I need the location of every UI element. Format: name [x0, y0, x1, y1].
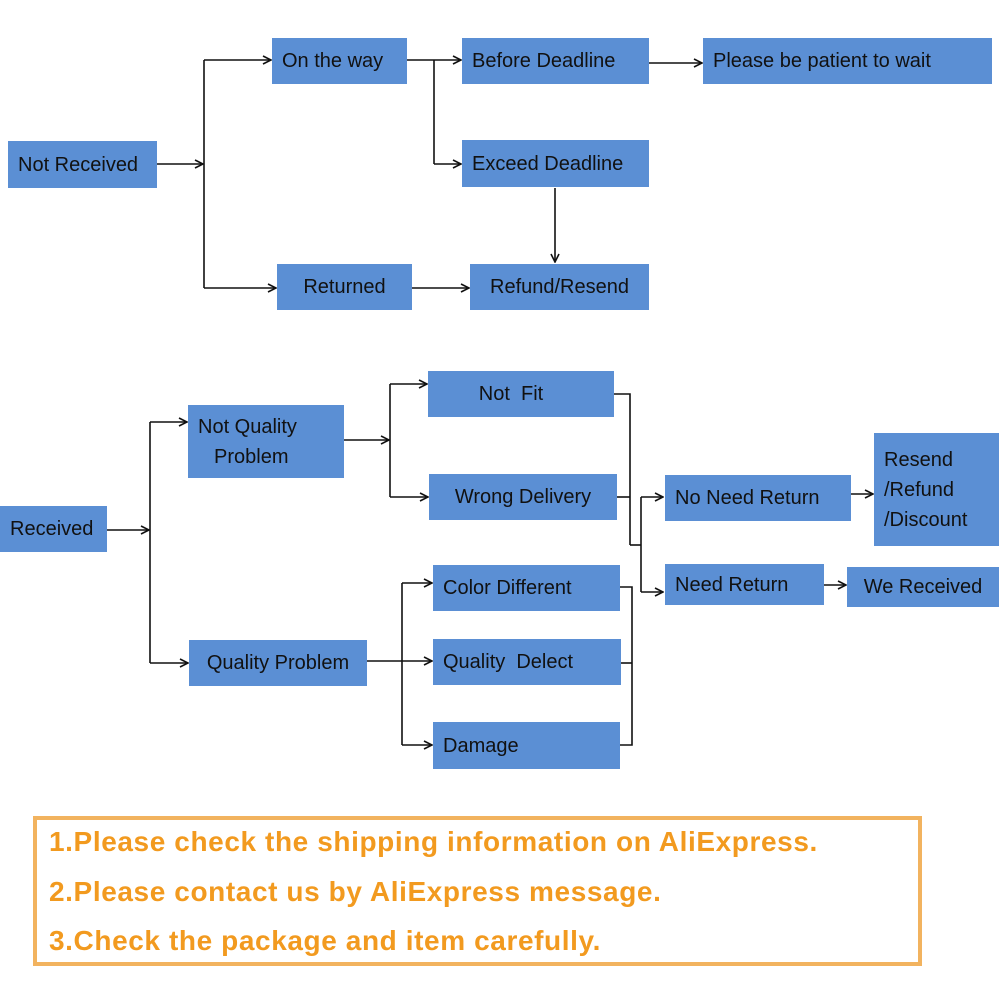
no-need-return-label: No Need Return	[675, 487, 820, 509]
quality-defect-box: Quality Delect	[433, 639, 621, 685]
bracket-line-2	[620, 586, 633, 746]
damage-box: Damage	[433, 722, 620, 769]
not-received-label: Not Received	[18, 153, 139, 176]
quality-problem-label: Quality Problem	[206, 652, 350, 674]
not-quality-problem-line2: Problem	[214, 445, 289, 468]
returned-box: Returned	[277, 264, 412, 310]
not-fit-label: Not Fit	[478, 383, 544, 405]
on-the-way-label: On the way	[282, 50, 384, 72]
color-different-label: Color Different	[443, 577, 572, 599]
before-deadline-box: Before Deadline	[462, 38, 649, 84]
we-received-box: We Received	[847, 567, 999, 607]
damage-label: Damage	[443, 734, 519, 757]
wrong-delivery-box: Wrong Delivery	[429, 474, 617, 520]
resend-refund-discount-box: Resend /Refund /Discount	[874, 433, 999, 546]
not-received-box: Not Received	[8, 141, 157, 188]
received-box: Received	[0, 506, 107, 552]
resend-line: Resend	[884, 448, 953, 471]
note-3: 3.Check the package and item carefully.	[49, 925, 601, 956]
quality-problem-box: Quality Problem	[189, 640, 367, 686]
color-different-box: Color Different	[433, 565, 620, 611]
exceed-deadline-box: Exceed Deadline	[462, 140, 649, 187]
need-return-box: Need Return	[665, 564, 824, 605]
discount-line: /Discount	[884, 508, 968, 531]
we-received-label: We Received	[863, 576, 983, 598]
refund-resend-box: Refund/Resend	[470, 264, 649, 310]
on-the-way-box: On the way	[272, 38, 407, 84]
note-2: 2.Please contact us by AliExpress messag…	[49, 876, 662, 907]
note-1: 1.Please check the shipping information …	[49, 826, 818, 857]
need-return-label: Need Return	[675, 573, 789, 596]
before-deadline-label: Before Deadline	[472, 50, 616, 72]
not-fit-box: Not Fit	[428, 371, 614, 417]
refund-resend-label: Refund/Resend	[490, 276, 629, 298]
no-need-return-box: No Need Return	[665, 475, 851, 521]
wrong-delivery-label: Wrong Delivery	[454, 486, 592, 508]
please-wait-label: Please be patient to wait	[713, 50, 931, 72]
refund-line: /Refund	[884, 478, 955, 501]
notes-panel: 1.Please check the shipping information …	[33, 816, 922, 966]
not-quality-problem-box: Not Quality Problem	[188, 405, 344, 478]
quality-defect-label: Quality Delect	[443, 651, 574, 673]
exceed-deadline-label: Exceed Deadline	[472, 152, 624, 175]
received-label: Received	[10, 518, 94, 540]
bracket-line-1	[614, 393, 631, 545]
not-quality-problem-line1: Not Quality	[198, 415, 297, 438]
returned-label: Returned	[303, 276, 386, 298]
please-wait-box: Please be patient to wait	[703, 38, 992, 84]
